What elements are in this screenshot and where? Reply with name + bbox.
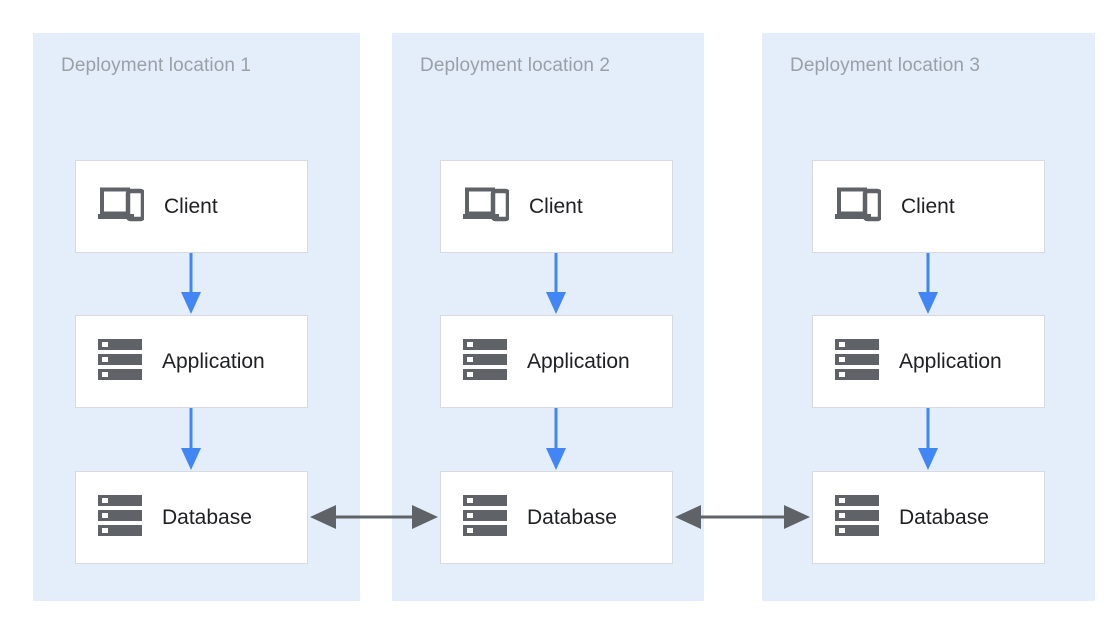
node-label-application-1: Application xyxy=(162,349,265,373)
panel-title-3: Deployment location 3 xyxy=(790,55,981,76)
node-client-3[interactable]: Client xyxy=(812,160,1045,253)
node-database-1[interactable]: Database xyxy=(75,471,308,564)
panel-title-1: Deployment location 1 xyxy=(61,55,252,76)
node-database-2[interactable]: Database xyxy=(440,471,673,564)
node-client-2[interactable]: Client xyxy=(440,160,673,253)
node-label-database-3: Database xyxy=(899,505,989,529)
node-label-client-3: Client xyxy=(901,194,955,218)
panel-title-2: Deployment location 2 xyxy=(420,55,611,76)
node-label-application-3: Application xyxy=(899,349,1002,373)
node-client-1[interactable]: Client xyxy=(75,160,308,253)
devices-icon xyxy=(463,184,511,229)
server-icon xyxy=(463,493,507,542)
server-icon xyxy=(835,337,879,386)
devices-icon xyxy=(835,184,883,229)
server-icon xyxy=(98,337,142,386)
server-icon xyxy=(835,493,879,542)
node-application-1[interactable]: Application xyxy=(75,315,308,408)
node-label-database-2: Database xyxy=(527,505,617,529)
node-label-application-2: Application xyxy=(527,349,630,373)
node-database-3[interactable]: Database xyxy=(812,471,1045,564)
node-label-database-1: Database xyxy=(162,505,252,529)
devices-icon xyxy=(98,184,146,229)
node-application-2[interactable]: Application xyxy=(440,315,673,408)
node-label-client-2: Client xyxy=(529,194,583,218)
server-icon xyxy=(463,337,507,386)
server-icon xyxy=(98,493,142,542)
node-application-3[interactable]: Application xyxy=(812,315,1045,408)
node-label-client-1: Client xyxy=(164,194,218,218)
